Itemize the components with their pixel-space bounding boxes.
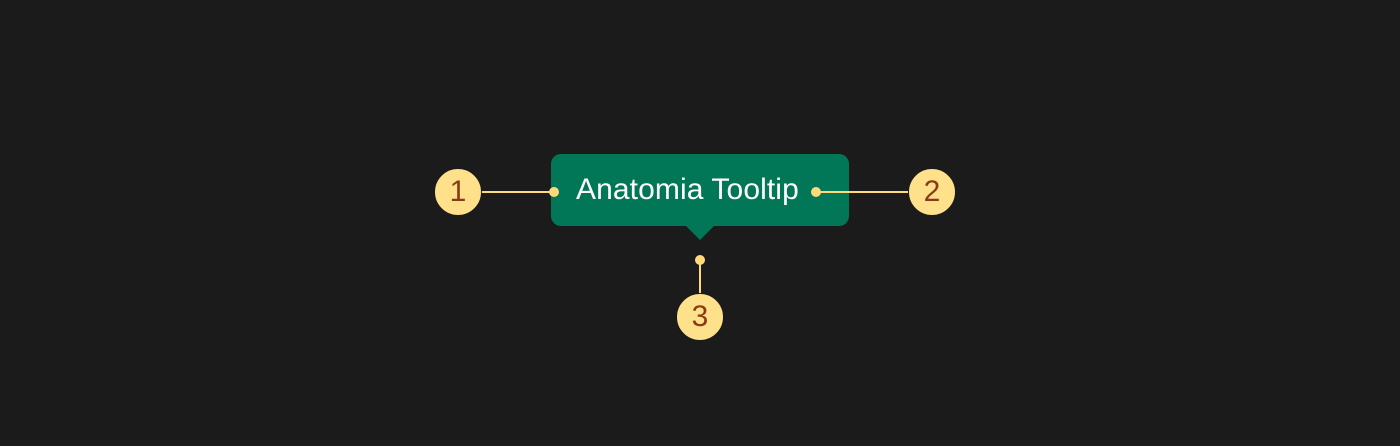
callout-3-dot bbox=[695, 255, 705, 265]
callout-1-badge: 1 bbox=[434, 168, 482, 216]
callout-3-line bbox=[699, 260, 701, 294]
callout-1-line bbox=[480, 191, 554, 193]
callout-2-line bbox=[816, 191, 912, 193]
tooltip-container: Anatomia Tooltip bbox=[551, 154, 849, 226]
callout-2-badge: 2 bbox=[908, 168, 956, 216]
callout-1-dot bbox=[549, 187, 559, 197]
callout-3-badge: 3 bbox=[676, 293, 724, 341]
callout-2-dot bbox=[811, 187, 821, 197]
tooltip-arrow bbox=[685, 225, 715, 240]
tooltip-label: Anatomia Tooltip bbox=[576, 173, 799, 206]
